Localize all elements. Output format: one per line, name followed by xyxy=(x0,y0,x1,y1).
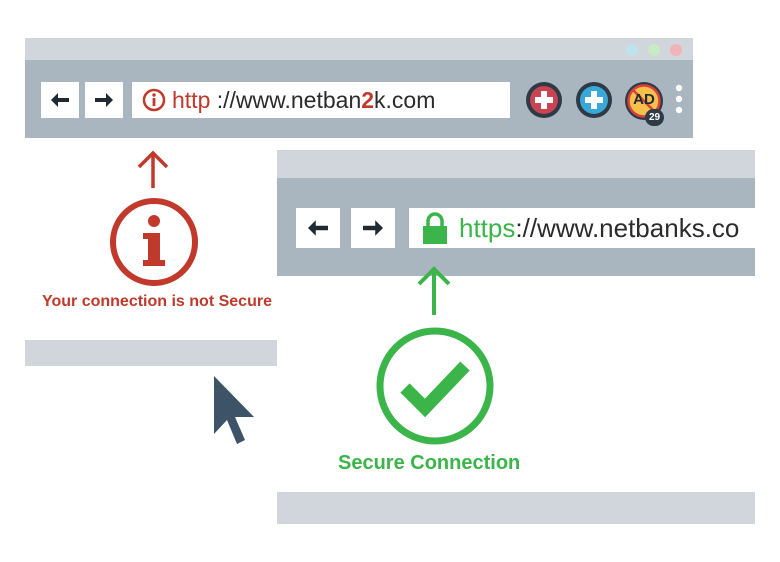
secure-url-host: ://www.netbanks.co xyxy=(515,212,740,243)
lock-icon xyxy=(423,212,447,244)
ad-blocker-extension-button[interactable]: AD 29 xyxy=(624,81,668,127)
back-button[interactable] xyxy=(296,208,340,248)
insecure-window-titlebar xyxy=(25,38,693,60)
up-arrow-red-icon xyxy=(137,150,169,188)
insecure-url-tail: k.com xyxy=(374,86,436,113)
plus-badge-red-icon xyxy=(526,82,562,118)
browser-menu-button[interactable] xyxy=(674,83,684,117)
info-icon xyxy=(142,88,166,112)
insecure-url-host: ://www.netban xyxy=(210,86,362,113)
forward-button[interactable] xyxy=(351,208,395,248)
ad-blocker-label: AD xyxy=(633,91,655,108)
plus-badge-blue-icon xyxy=(576,82,612,118)
checkmark-icon xyxy=(376,327,494,445)
secure-url-scheme: https xyxy=(459,212,516,243)
insecure-warning-text: Your connection is not Secure xyxy=(42,293,272,310)
extension-red-plus-button[interactable] xyxy=(525,81,563,119)
forward-button[interactable] xyxy=(85,82,123,118)
insecure-url-spoof-char: 2 xyxy=(361,86,375,113)
insecure-window-footer xyxy=(25,340,277,366)
up-arrow-green-icon xyxy=(417,266,451,315)
insecure-url-scheme: http xyxy=(172,86,211,113)
window-dot-blue xyxy=(626,44,638,56)
secure-status-text: Secure Connection xyxy=(338,452,521,474)
info-icon xyxy=(110,198,198,286)
arrow-left-icon xyxy=(51,93,69,107)
ad-block-icon xyxy=(625,82,663,120)
secure-address-bar[interactable]: https://www.netbanks.co xyxy=(409,208,755,248)
extension-blue-plus-button[interactable] xyxy=(575,81,613,119)
mouse-cursor-icon xyxy=(214,376,254,444)
secure-window-footer xyxy=(277,492,755,524)
window-dot-red xyxy=(670,44,682,56)
secure-window-titlebar xyxy=(277,150,755,178)
window-dot-green xyxy=(648,44,660,56)
back-button[interactable] xyxy=(41,82,79,118)
arrow-left-icon xyxy=(308,220,328,236)
arrow-right-icon xyxy=(363,220,383,236)
ad-blocker-count-badge: 29 xyxy=(645,109,664,126)
more-vertical-icon xyxy=(675,84,683,114)
arrow-right-icon xyxy=(95,93,113,107)
